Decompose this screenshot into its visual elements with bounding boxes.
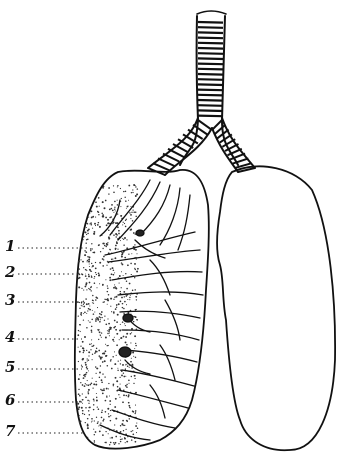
label-7: 7: [5, 422, 84, 440]
label-5: 5: [5, 358, 82, 376]
trachea-rings: [198, 22, 223, 116]
label-3: 3: [5, 291, 84, 309]
right-lung: [217, 166, 335, 450]
svg-text:6: 6: [5, 391, 16, 409]
left-bronchus: [148, 118, 212, 175]
svg-text:3: 3: [5, 291, 15, 309]
svg-text:5: 5: [5, 358, 15, 376]
svg-text:4: 4: [5, 328, 15, 346]
label-2: 2: [4, 263, 86, 281]
bronchiole-tree: [100, 180, 203, 440]
label-6: 6: [5, 391, 82, 409]
label-4: 4: [5, 328, 82, 346]
right-bronchus: [212, 118, 255, 172]
svg-text:1: 1: [5, 237, 15, 255]
svg-text:2: 2: [4, 263, 15, 281]
svg-text:7: 7: [5, 422, 16, 440]
label-1: 1: [5, 237, 90, 255]
left-lung-section: [75, 170, 209, 449]
